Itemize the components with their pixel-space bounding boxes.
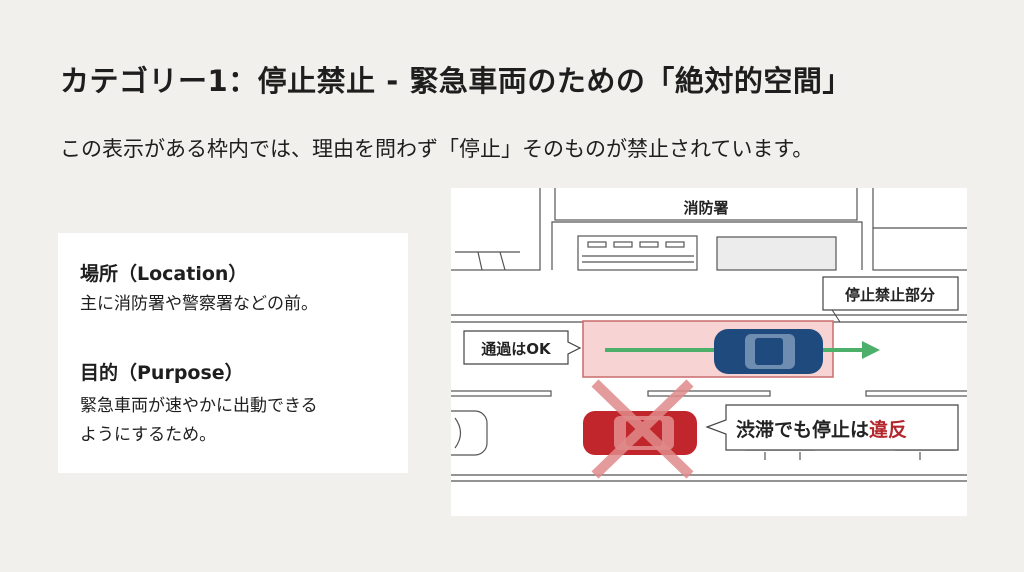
purpose-line-1: 緊急車両が速やかに出動できる (80, 396, 318, 416)
violation-callout (705, 404, 959, 451)
pass-label: 通過はOK (481, 340, 552, 358)
purpose-line-2: ようにするため。 (80, 425, 217, 445)
fire-station-label: 消防署 (683, 199, 728, 217)
purpose-heading: 目的（Purpose） (80, 362, 244, 384)
garage-door (716, 236, 837, 271)
no-stopping-illustration: 消防署 停止禁止部分 通過はOK 渋滞でも停止は違反 (439, 179, 977, 516)
violation-label-emphasis: 違反 (869, 418, 907, 441)
location-text: 主に消防署や警察署などの前。 (80, 294, 318, 314)
white-car (439, 410, 488, 456)
zone-callout (822, 276, 959, 311)
fire-station (551, 221, 863, 270)
pass-callout (463, 330, 582, 365)
violation-label-prefix: 渋滞でも停止は (736, 418, 869, 441)
zone-label: 停止禁止部分 (845, 286, 935, 304)
page-subtitle: この表示がある枠内では、理由を問わず「停止」そのものが禁止されています。 (60, 137, 814, 161)
travel-arrow-head-icon (862, 341, 880, 359)
right-building (872, 179, 974, 271)
prohibited-x-icon (591, 379, 694, 479)
left-building (444, 179, 541, 271)
blue-car (714, 329, 823, 374)
violation-label: 渋滞でも停止は違反 (736, 418, 907, 441)
station-window-panel (577, 235, 698, 271)
location-heading: 場所（Location） (80, 263, 248, 285)
info-card: 場所（Location） 主に消防署や警察署などの前。 目的（Purpose） … (58, 233, 408, 473)
page-title: カテゴリー1：停止禁止 - 緊急車両のための「絶対的空間」 (60, 64, 852, 98)
